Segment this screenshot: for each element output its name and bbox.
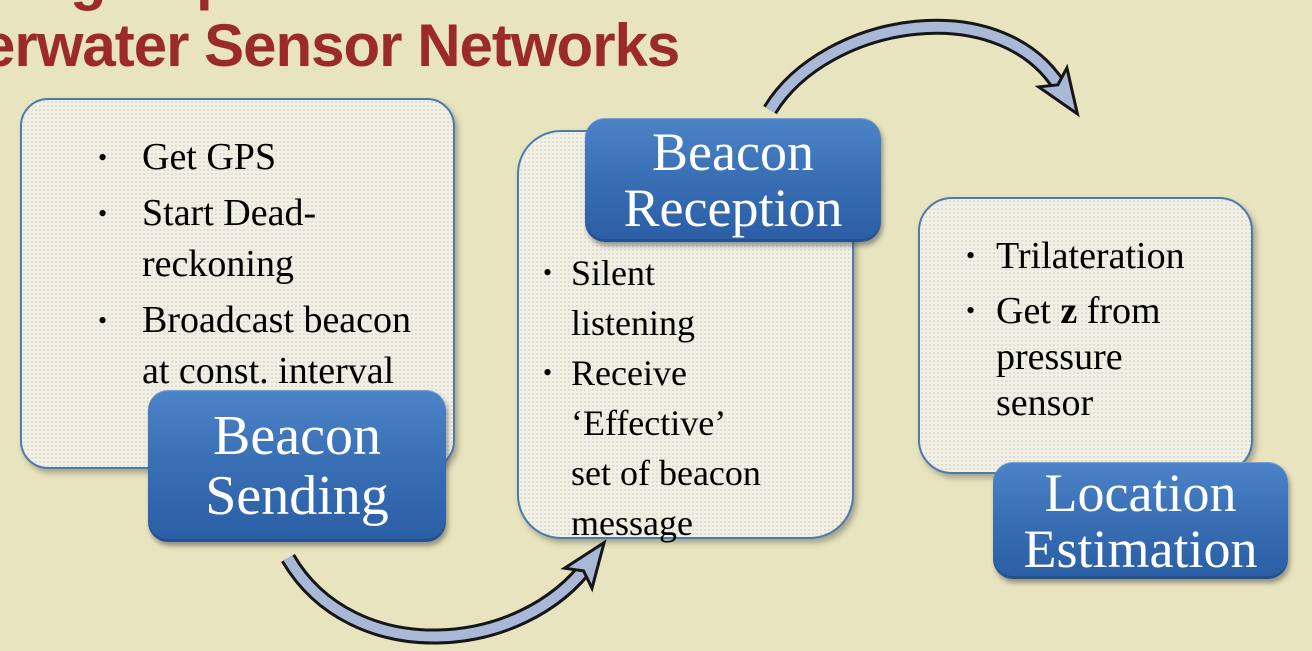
bullet-dot: • xyxy=(98,143,108,172)
beacon-sending-bullet-list: • Get GPS • Start Dead- reckoning • Broa… xyxy=(96,132,445,397)
bullet-dot: • xyxy=(98,306,108,335)
bullet-item: • Start Dead- reckoning xyxy=(96,188,445,290)
bullet-text: Receive ‘Effective’ set of beacon messag… xyxy=(571,353,761,543)
bullet-text: Start Dead- reckoning xyxy=(142,192,317,285)
label-line: Reception xyxy=(623,178,843,238)
arrowhead-icon xyxy=(560,539,607,593)
bullet-dot: • xyxy=(98,199,108,228)
label-line: Location xyxy=(1044,462,1237,523)
bullet-text: Broadcast beacon at const. interval xyxy=(142,299,412,392)
location-estimation-label: Location Estimation xyxy=(993,462,1288,579)
arrow-sending-to-reception xyxy=(281,539,607,645)
arrowhead-icon xyxy=(1034,63,1080,118)
beacon-reception-label: Beacon Reception xyxy=(585,118,881,242)
label-line: Beacon xyxy=(652,122,814,182)
bullet-item: • Trilateration xyxy=(964,233,1247,279)
bullet-text: Get z from pressure sensor xyxy=(996,288,1247,426)
bullet-dot: • xyxy=(966,241,976,270)
bullet-item: • Get z from pressure sensor xyxy=(964,288,1247,426)
bullet-dot: • xyxy=(543,358,553,387)
beacon-sending-card: • Get GPS • Start Dead- reckoning • Broa… xyxy=(20,98,455,469)
bullet-item: • Silent listening xyxy=(541,248,848,348)
bullet-text: Get GPS xyxy=(142,136,277,178)
bullet-text: Trilateration xyxy=(996,235,1185,277)
slide-title: erwater Sensor Networks xyxy=(0,12,680,79)
location-estimation-bullet-list: • Trilateration • Get z from pressure se… xyxy=(964,233,1247,426)
bullet-item: • Get GPS xyxy=(96,132,445,183)
clipped-title-descender-g: g xyxy=(70,0,107,8)
bullet-dot: • xyxy=(543,258,553,287)
label-line: Estimation xyxy=(1023,518,1258,579)
label-line: Beacon xyxy=(213,405,381,467)
location-estimation-card: • Trilateration • Get z from pressure se… xyxy=(918,197,1253,474)
arrow-reception-to-estimation xyxy=(763,18,1080,118)
beacon-sending-label: Beacon Sending xyxy=(148,390,446,542)
clipped-title-descender-p: p xyxy=(196,0,233,8)
bullet-text: Silent listening xyxy=(571,253,695,343)
beacon-reception-bullet-list: • Silent listening • Receive ‘Effective’… xyxy=(541,248,848,548)
bullet-dot: • xyxy=(966,296,976,325)
bullet-text-bold-z: z xyxy=(1060,290,1078,332)
bullet-item: • Receive ‘Effective’ set of beacon mess… xyxy=(541,348,848,548)
bullet-text-prefix: Get xyxy=(996,290,1061,332)
label-line: Sending xyxy=(205,465,389,527)
bullet-item: • Broadcast beacon at const. interval xyxy=(96,295,445,397)
bullet-text-suffix: from pressure sensor xyxy=(996,290,1161,424)
